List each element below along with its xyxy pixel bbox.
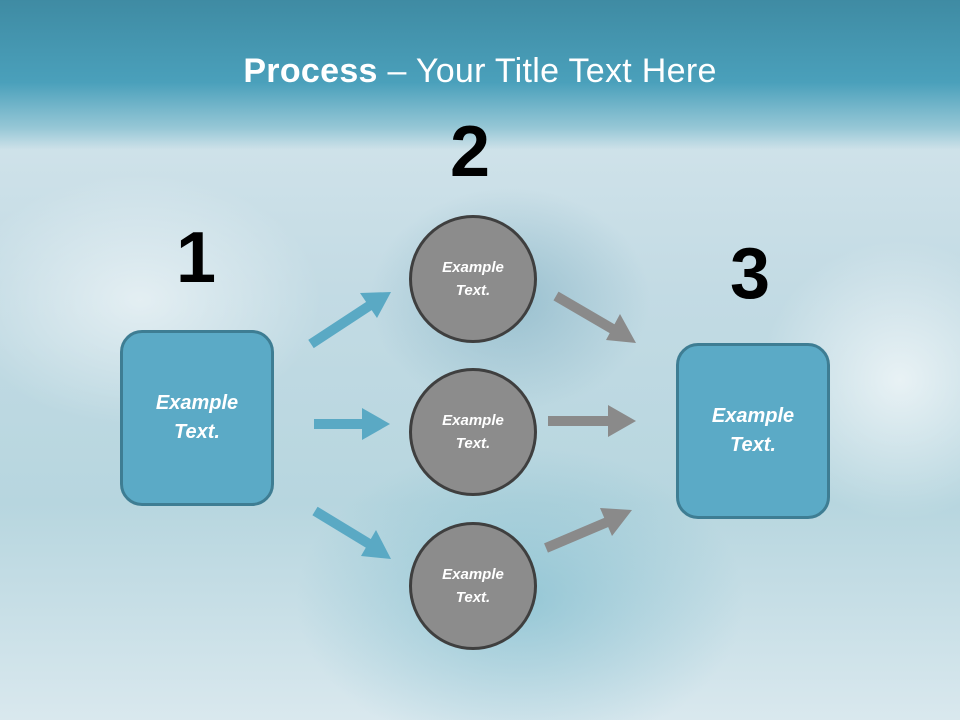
title-band — [0, 0, 960, 150]
circle-top: Example Text. — [409, 215, 537, 343]
circle-bottom: Example Text. — [409, 522, 537, 650]
step-3-box: Example Text. — [676, 343, 830, 519]
slide-title: Process – Your Title Text Here — [0, 52, 960, 91]
title-bold: Process — [243, 52, 378, 90]
arrow-to-bottom-circle — [312, 506, 391, 559]
arrow-from-middle-circle — [548, 405, 636, 437]
circle-middle: Example Text. — [409, 368, 537, 496]
arrow-from-top-circle — [553, 291, 636, 343]
arrow-to-top-circle — [308, 292, 391, 349]
title-rest: – Your Title Text Here — [377, 52, 717, 90]
step-1-text: Example Text. — [155, 392, 239, 443]
arrow-from-bottom-circle — [544, 508, 632, 553]
step-1-box: Example Text. — [120, 330, 274, 506]
circle-top-text: Example Text. — [442, 259, 504, 299]
step-number-1: 1 — [176, 218, 217, 298]
step-number-3: 3 — [730, 234, 771, 314]
circle-middle-text: Example Text. — [442, 412, 504, 452]
circle-bottom-text: Example Text. — [442, 566, 504, 606]
arrow-to-middle-circle — [314, 408, 390, 440]
step-number-2: 2 — [450, 112, 491, 192]
step-3-text: Example Text. — [711, 405, 795, 456]
